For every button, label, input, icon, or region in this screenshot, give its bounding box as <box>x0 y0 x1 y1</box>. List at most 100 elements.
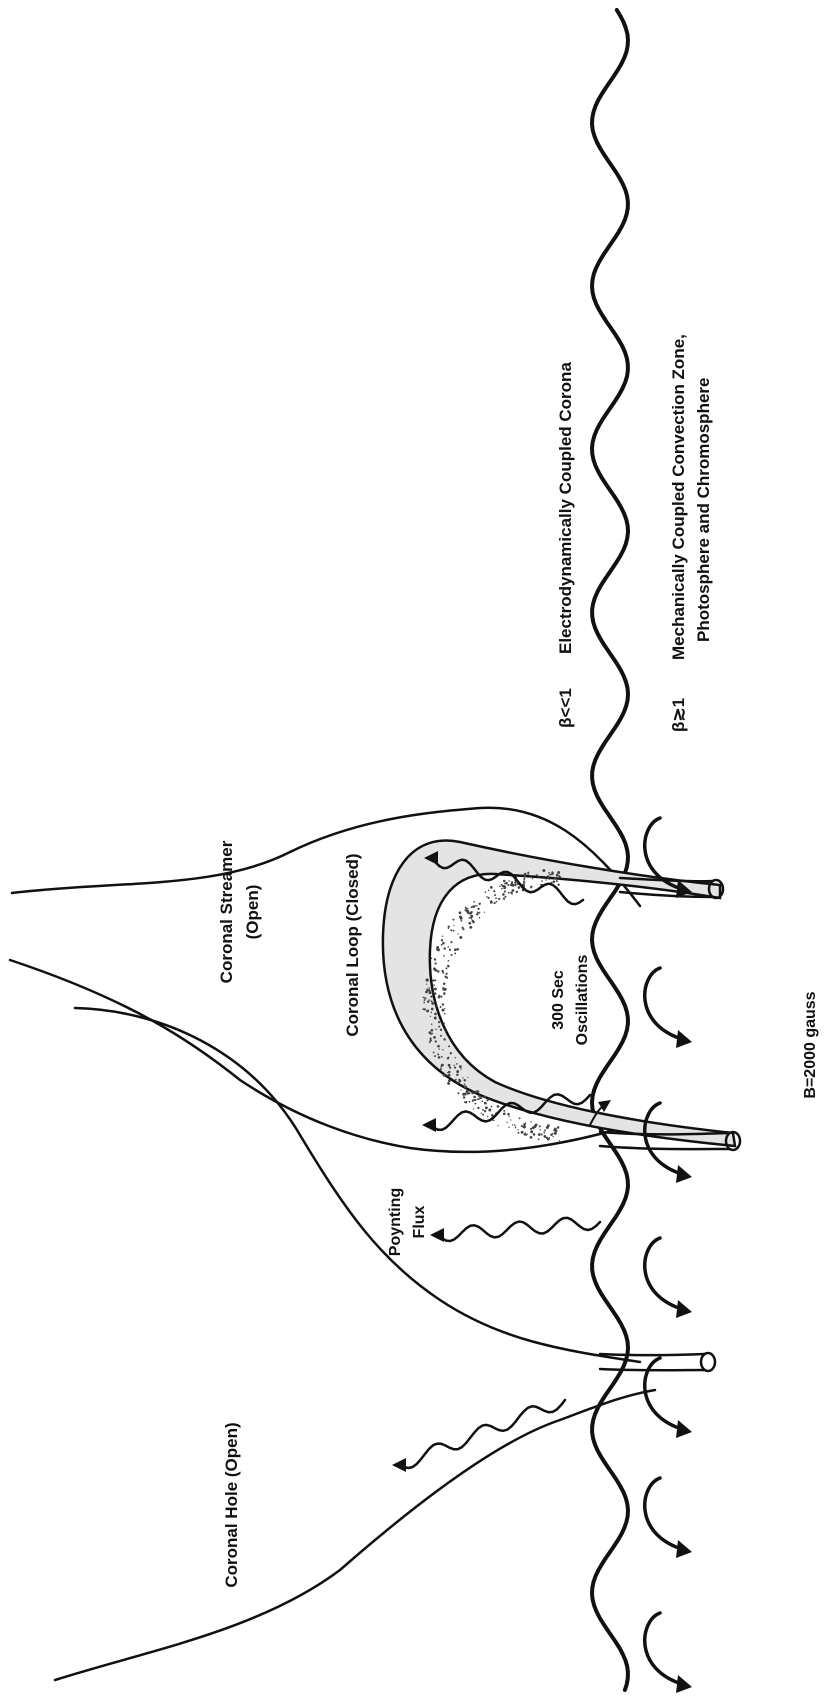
stipple-dot <box>443 982 446 985</box>
stipple-dot <box>508 892 510 894</box>
stipple-dot <box>458 1079 460 1081</box>
stipple-dot <box>442 1003 444 1005</box>
stipple-dot <box>557 871 560 874</box>
stipple-dot <box>438 1026 440 1028</box>
stipple-dot <box>545 879 546 880</box>
stipple-dot <box>443 1038 445 1040</box>
stipple-dot <box>517 1129 518 1130</box>
stipple-dot <box>530 1130 533 1133</box>
streamer-outer-field-line <box>12 808 640 906</box>
stipple-dot <box>431 1012 433 1014</box>
stipple-dot <box>554 1128 557 1131</box>
stipple-dot <box>477 1098 478 1099</box>
stipple-dot <box>484 912 485 913</box>
stipple-dot <box>454 1065 455 1066</box>
stipple-dot <box>542 869 545 872</box>
stipple-dot <box>538 1133 541 1136</box>
stipple-dot <box>432 992 434 994</box>
stipple-dot <box>553 1136 554 1137</box>
stipple-dot <box>434 992 436 994</box>
stipple-dot <box>496 901 498 903</box>
stipple-dot <box>487 1116 488 1117</box>
convection-cells <box>645 818 692 1693</box>
stipple-dot <box>530 1121 531 1122</box>
coronal-hole-label: Coronal Hole (Open) <box>222 1422 241 1587</box>
stipple-dot <box>459 1065 462 1068</box>
stipple-dot <box>471 906 473 908</box>
stipple-dot <box>431 1008 434 1011</box>
stipple-dot <box>470 915 473 918</box>
convection-cell-arrowhead <box>676 1300 692 1318</box>
stipple-dot <box>426 978 429 981</box>
stipple-dot <box>547 875 550 878</box>
stipple-dot <box>438 1021 440 1023</box>
stipple-dot <box>464 909 466 911</box>
stipple-dot <box>470 912 472 914</box>
stipple-dot <box>512 889 515 892</box>
stipple-dot <box>485 1106 488 1109</box>
stipple-dot <box>511 882 513 884</box>
stipple-dot <box>549 874 551 876</box>
stipple-dot <box>472 921 474 923</box>
convection-cell-arrow <box>645 1613 685 1685</box>
stipple-dot <box>459 911 462 914</box>
stipple-dot <box>472 1092 474 1094</box>
stipple-dot <box>443 955 445 957</box>
stipple-dot <box>543 1135 546 1138</box>
stipple-dot <box>498 898 500 900</box>
stipple-dot <box>559 1140 560 1141</box>
stipple-dot <box>447 946 449 948</box>
stipple-dot <box>515 1127 517 1129</box>
stipple-dot <box>457 1081 460 1084</box>
stipple-dot <box>476 913 478 915</box>
stipple-dot <box>524 879 525 880</box>
oscillations-label-line2: Oscillations <box>574 955 591 1046</box>
convection-cell-arrowhead <box>676 1030 692 1048</box>
stipple-dot <box>543 1131 544 1132</box>
stipple-dot <box>505 882 508 885</box>
stipple-dot <box>480 1113 481 1114</box>
stipple-dot <box>518 1132 520 1134</box>
stipple-dot <box>554 1132 557 1135</box>
stipple-dot <box>447 1082 449 1084</box>
stipple-dot <box>484 1110 486 1112</box>
stipple-dot <box>507 1113 510 1116</box>
stipple-dot <box>501 888 503 890</box>
stipple-dot <box>469 1101 471 1103</box>
stipple-dot <box>442 936 443 937</box>
stipple-dot <box>438 1056 441 1059</box>
stipple-dot <box>477 1107 479 1109</box>
stipple-dot <box>504 883 505 884</box>
stipple-dot <box>484 1097 485 1098</box>
stipple-dot <box>541 880 543 882</box>
stipple-dot <box>434 958 436 960</box>
coronal-streamer-label-line2: (Open) <box>243 885 262 940</box>
stipple-dot <box>441 1064 444 1067</box>
stipple-dot <box>478 903 480 905</box>
stipple-dot <box>554 877 557 880</box>
stipple-dot <box>541 1134 543 1136</box>
stipple-dot <box>544 1132 546 1134</box>
stipple-dot <box>451 954 453 956</box>
stipple-dot <box>457 1092 459 1094</box>
stipple-dot <box>448 926 450 928</box>
stipple-dot <box>504 896 506 898</box>
poynting-arrowhead <box>422 1118 436 1132</box>
stipple-dot <box>488 1099 489 1100</box>
stipple-dot <box>459 936 462 939</box>
stipple-dot <box>557 884 559 886</box>
stipple-dot <box>435 1028 437 1030</box>
stipple-dot <box>544 1129 546 1131</box>
stipple-dot <box>443 1022 445 1024</box>
stipple-dot <box>530 1136 533 1139</box>
stipple-dot <box>464 1083 466 1085</box>
stipple-dot <box>423 1002 425 1004</box>
stipple-dot <box>454 1067 456 1069</box>
stipple-dot <box>449 949 451 951</box>
stipple-dot <box>490 900 492 902</box>
stipple-dot <box>448 928 449 929</box>
stipple-dot <box>511 893 513 895</box>
stipple-dot <box>477 912 478 913</box>
stipple-dot <box>438 1048 439 1049</box>
